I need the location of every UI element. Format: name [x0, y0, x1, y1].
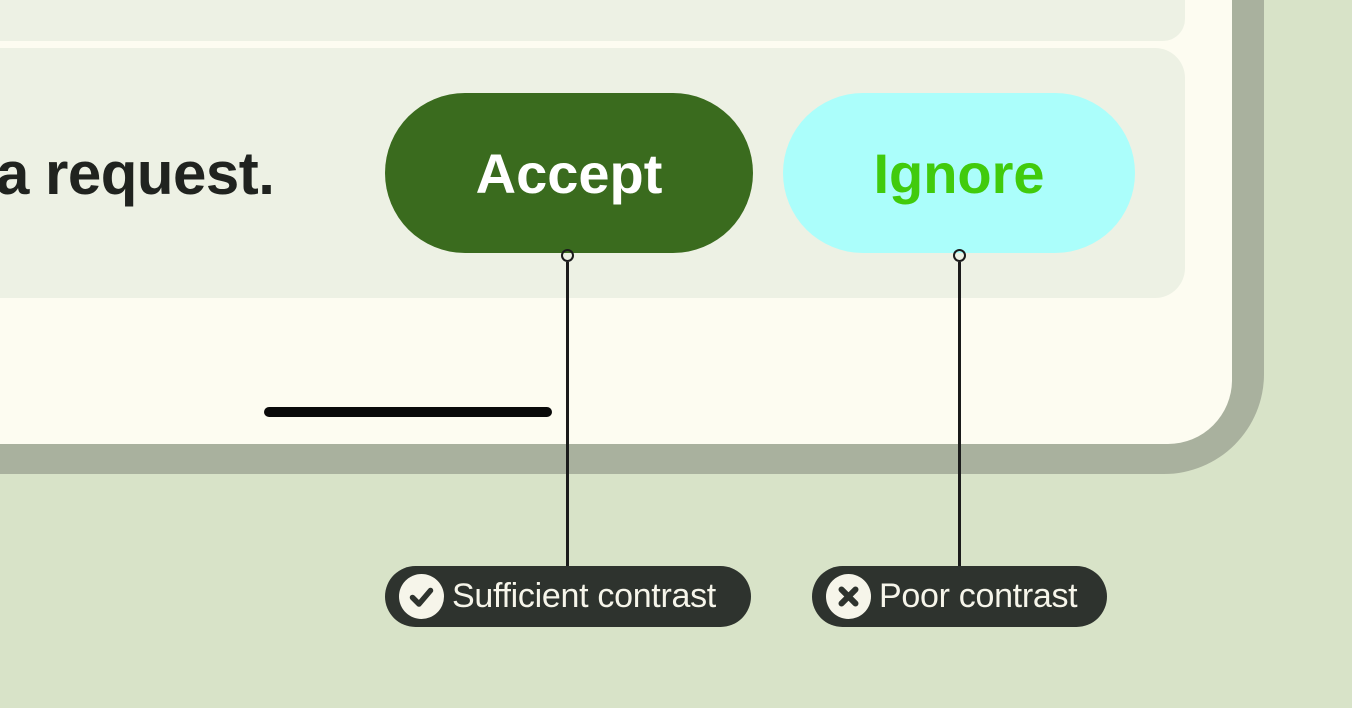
callout-sufficient-contrast: Sufficient contrast [385, 566, 751, 627]
callout-poor-contrast: Poor contrast [812, 566, 1107, 627]
request-message-text: a request. [0, 139, 275, 207]
callout-line-ignore [958, 262, 961, 566]
callout-line-accept [566, 262, 569, 566]
callout-poor-label: Poor contrast [879, 577, 1078, 615]
card-top-partial [0, 0, 1185, 41]
home-indicator [264, 407, 552, 417]
check-icon [399, 574, 444, 619]
callout-anchor-ignore [953, 249, 966, 262]
callout-sufficient-label: Sufficient contrast [452, 577, 716, 615]
ignore-button[interactable]: Ignore [783, 93, 1135, 253]
accept-button[interactable]: Accept [385, 93, 753, 253]
x-icon [826, 574, 871, 619]
callout-anchor-accept [561, 249, 574, 262]
